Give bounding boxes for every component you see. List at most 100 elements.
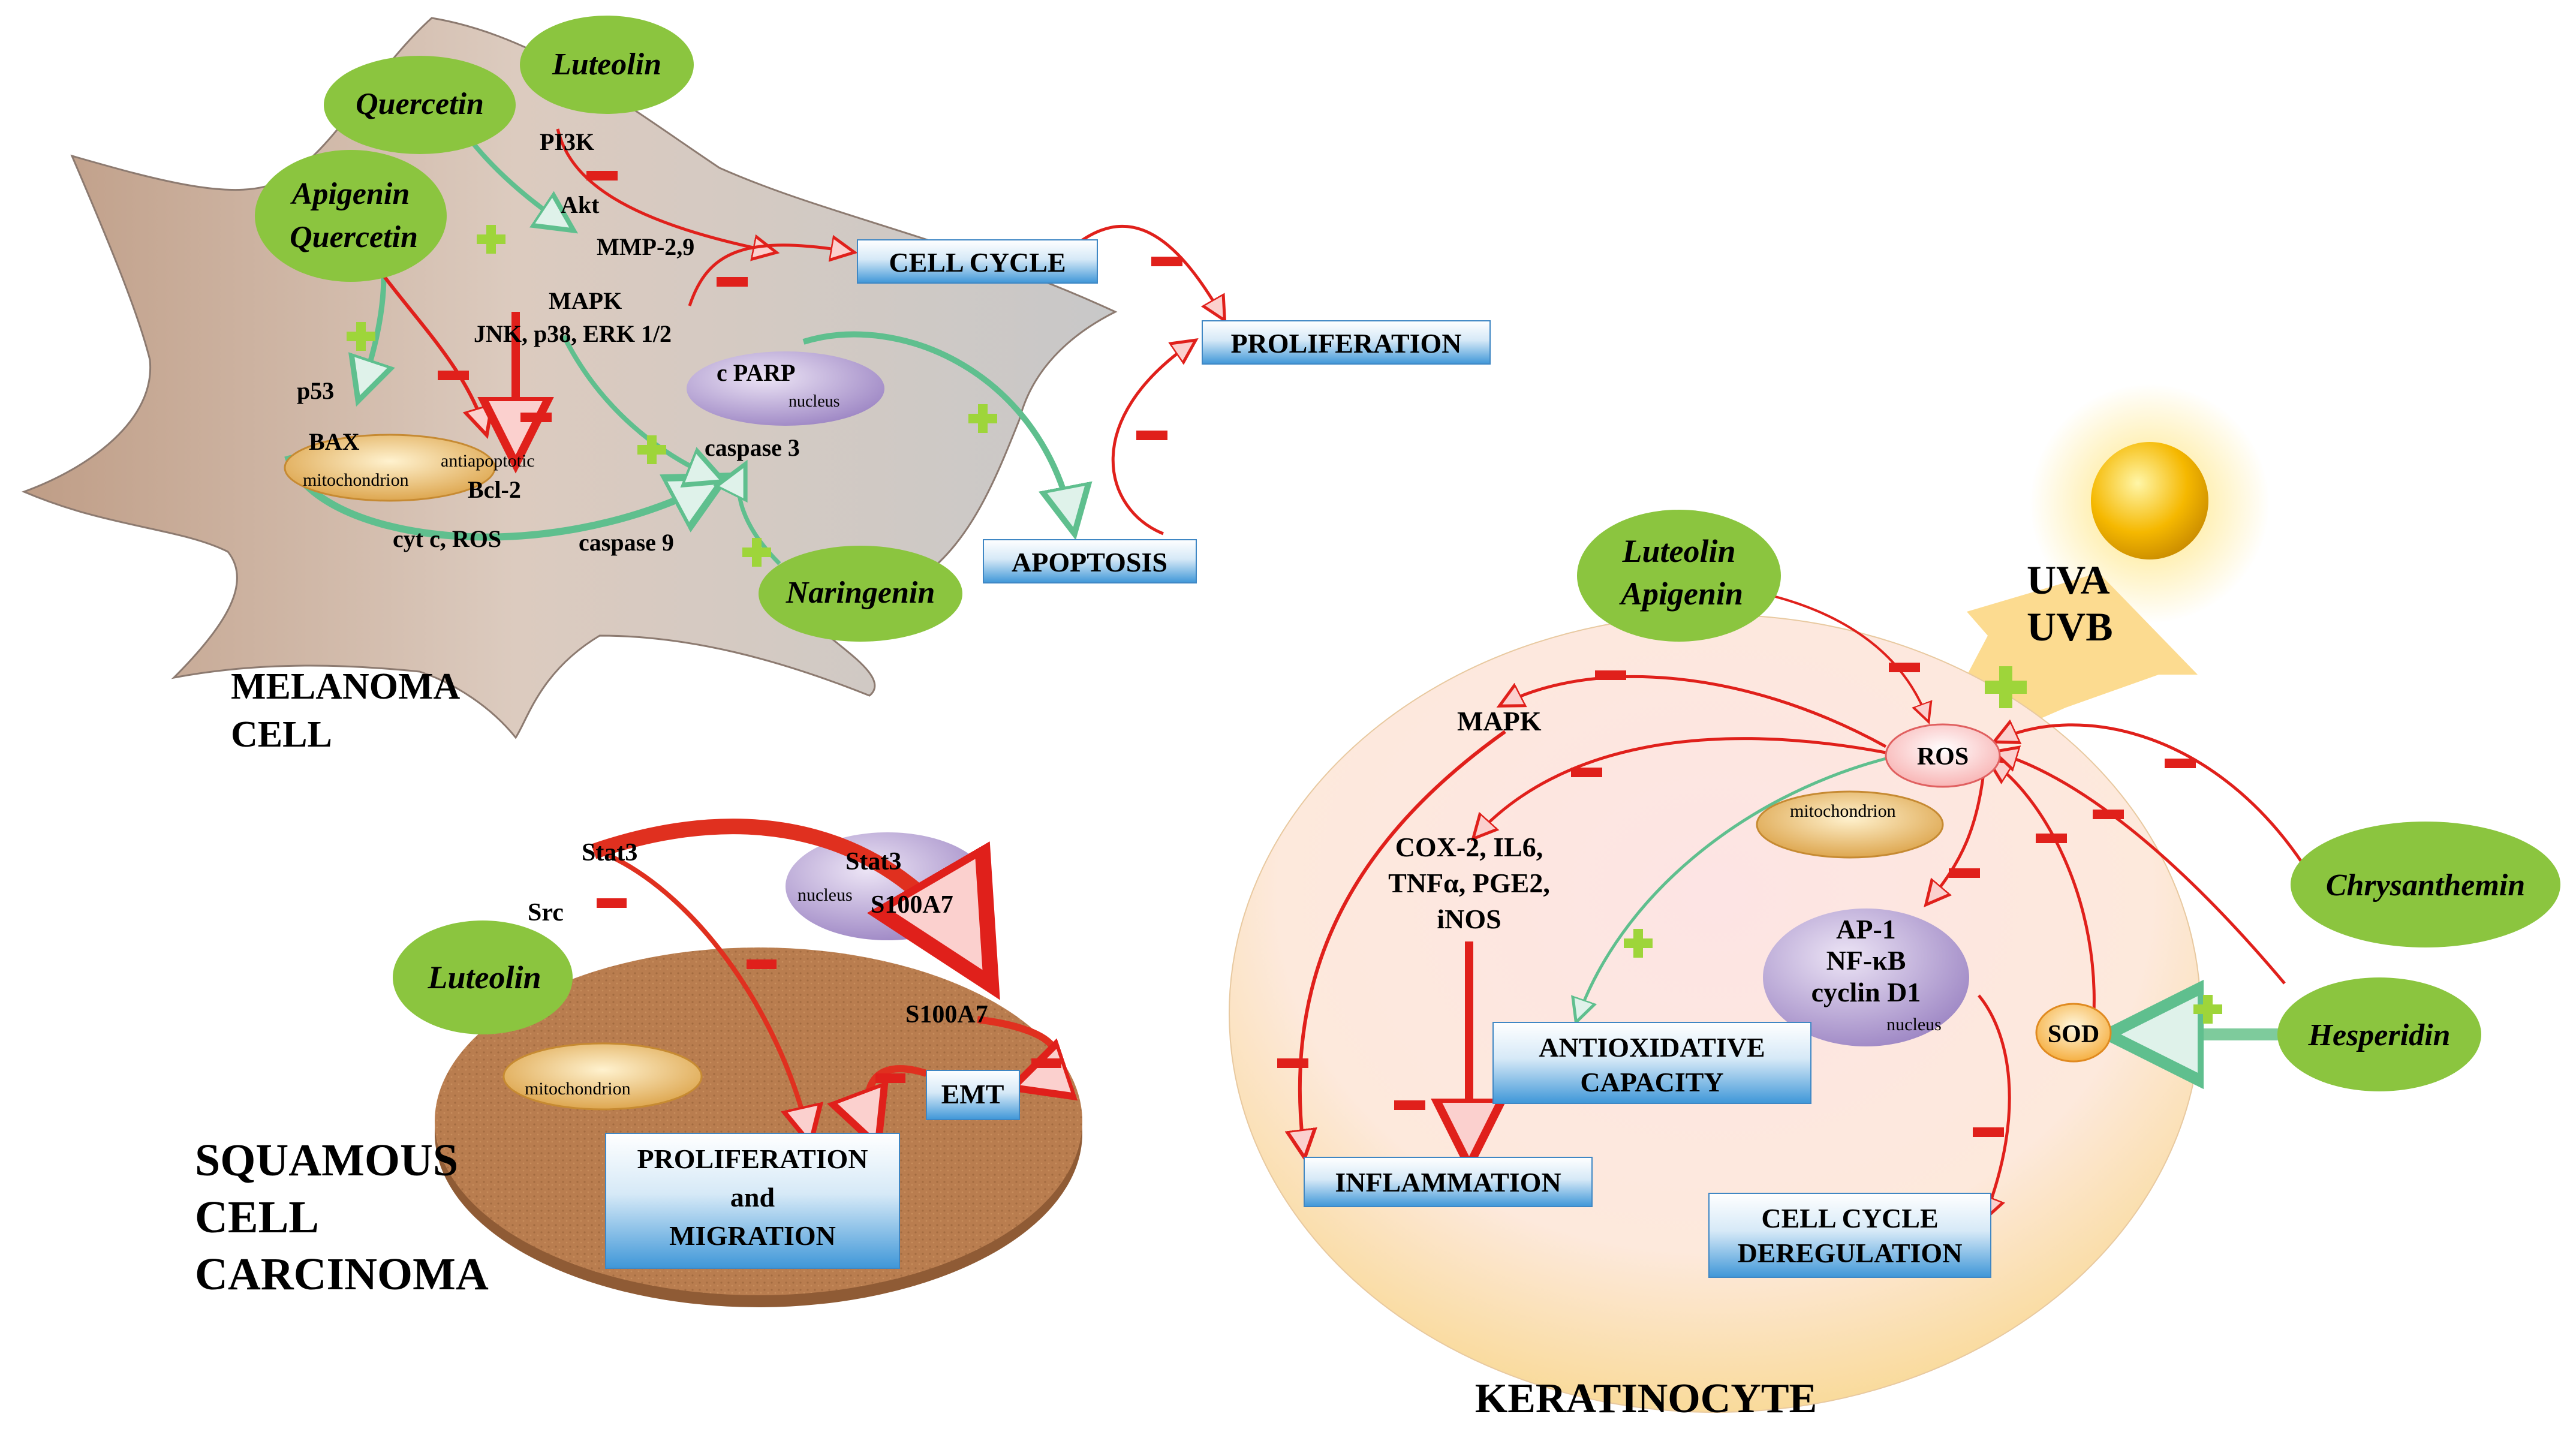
minus-icon [1595, 670, 1626, 680]
scc-stat3-label: Stat3 [582, 839, 637, 867]
minus-icon [1889, 663, 1920, 672]
scc-arrows [591, 819, 1056, 1139]
chrysanthemin-ellipse: Chrysanthemin [2291, 822, 2560, 947]
svg-text:ANTIOXIDATIVE: ANTIOXIDATIVE [1539, 1032, 1765, 1063]
scc-mitochondrion [502, 1042, 703, 1111]
uvb-label: UVB [2027, 604, 2113, 649]
minus-icon [597, 898, 627, 908]
sun [2030, 384, 2270, 624]
minus-icon [2093, 810, 2124, 819]
svg-text:DEREGULATION: DEREGULATION [1738, 1238, 1963, 1268]
effect-markers [347, 171, 2222, 1137]
svg-text:Apigenin: Apigenin [290, 177, 410, 211]
scc-labels: Stat3 Src Stat3 nucleus S100A7 S100A7 mi… [195, 839, 988, 1299]
nucleus-label: nucleus [789, 392, 840, 411]
sun-icon [2091, 442, 2208, 559]
keratinocyte-arrows [1300, 583, 2310, 1217]
proliferation-migration-box: PROLIFERATION and MIGRATION [605, 1133, 900, 1269]
cox-label-3: iNOS [1437, 904, 1501, 934]
minus-icon [1277, 1058, 1308, 1068]
cyclin-label: cyclin D1 [1811, 977, 1921, 1007]
caspase3-label: caspase 3 [705, 434, 800, 461]
caspase9-label: caspase 9 [579, 529, 674, 556]
luteolin-ellipse: Luteolin [520, 16, 694, 114]
cell-cycle-deregulation-box: CELL CYCLE DEREGULATION [1708, 1193, 1991, 1278]
melanoma-title-2: CELL [231, 714, 332, 755]
scc-s100a7-label: S100A7 [905, 1001, 988, 1028]
melanoma-title-1: MELANOMA [231, 666, 461, 707]
keratinocyte-labels: UVA UVB MAPK ROS mitochondrion COX-2, IL… [1388, 557, 2112, 1422]
minus-icon [1394, 1100, 1425, 1110]
svg-text:Naringenin: Naringenin [786, 576, 935, 610]
minus-icon [1571, 768, 1602, 777]
bcl2-label: Bcl-2 [468, 476, 521, 503]
cell-cycle-box: CELL CYCLE [857, 239, 1098, 284]
svg-text:Quercetin: Quercetin [290, 220, 418, 254]
svg-text:Chrysanthemin: Chrysanthemin [2326, 868, 2525, 902]
cox-label-1: COX-2, IL6, [1395, 832, 1543, 862]
plus-icon [968, 404, 997, 433]
uva-label: UVA [2027, 557, 2110, 603]
plus-icon [347, 322, 375, 351]
svg-text:PROLIFERATION: PROLIFERATION [637, 1144, 868, 1174]
keratinocyte-title: KERATINOCYTE [1475, 1376, 1817, 1422]
antioxidative-capacity-box: ANTIOXIDATIVE CAPACITY [1492, 1022, 1811, 1104]
minus-icon [1949, 868, 1980, 878]
plus-icon [2193, 995, 2222, 1024]
minus-icon [520, 413, 552, 422]
emt-box: EMT [926, 1070, 1020, 1120]
sod-label: SOD [2048, 1021, 2099, 1048]
sod-oval [2035, 1003, 2112, 1063]
minus-icon [1136, 431, 1167, 440]
melanoma-nucleus [687, 351, 884, 426]
scc-mito-label: mitochondrion [525, 1079, 631, 1099]
svg-text:CAPACITY: CAPACITY [1580, 1067, 1723, 1097]
cox-label-2: TNFα, PGE2, [1388, 868, 1550, 898]
scc-nucleus-label: nucleus [798, 885, 853, 905]
hesperidin-ellipse: Hesperidin [2277, 977, 2481, 1091]
plus-icon [1624, 929, 1653, 958]
scc-src-label: Src [528, 899, 564, 926]
svg-text:Luteolin: Luteolin [1621, 533, 1735, 569]
pi3k-label: PI3K [540, 128, 594, 155]
akt-label: Akt [561, 191, 600, 218]
ker-luteolin-apigenin-ellipse: Luteolin Apigenin [1577, 510, 1781, 642]
minus-icon [2036, 834, 2067, 843]
apigenin-quercetin-ellipse: Apigenin Quercetin [255, 150, 447, 282]
svg-text:MIGRATION: MIGRATION [669, 1220, 836, 1251]
ker-nucleus-label: nucleus [1886, 1015, 1942, 1034]
mito-label: mitochondrion [303, 470, 409, 490]
svg-text:CELL CYCLE: CELL CYCLE [889, 247, 1066, 278]
bax-label: BAX [309, 428, 360, 455]
minus-icon [438, 371, 469, 380]
scc-luteolin-ellipse: Luteolin [393, 920, 573, 1034]
minus-icon [1973, 1127, 2004, 1137]
svg-text:Luteolin: Luteolin [552, 47, 661, 82]
svg-text:INFLAMMATION: INFLAMMATION [1335, 1167, 1561, 1198]
scc-title-3: CARCINOMA [195, 1249, 489, 1299]
minus-icon [586, 171, 618, 180]
mmp-label: MMP-2,9 [597, 233, 694, 260]
plus-icon [742, 538, 771, 567]
nfkb-label: NF-κB [1826, 945, 1906, 976]
scc-title-1: SQUAMOUS [195, 1135, 458, 1186]
svg-text:and: and [730, 1182, 775, 1213]
scc-cell-body [435, 947, 1082, 1295]
melanoma-cell-body [21, 17, 1118, 739]
svg-text:PROLIFERATION: PROLIFERATION [1230, 328, 1461, 359]
proliferation-box: PROLIFERATION [1202, 320, 1491, 365]
svg-text:Apigenin: Apigenin [1619, 576, 1743, 612]
ker-mito-label: mitochondrion [1790, 801, 1896, 821]
ros-oval [1885, 723, 2001, 788]
minus-icon [717, 277, 748, 287]
jnk-label: JNK, p38, ERK 1/2 [474, 320, 672, 347]
melanoma-labels: PI3K Akt MMP-2,9 MAPK JNK, p38, ERK 1/2 … [231, 128, 840, 755]
minus-icon [875, 1073, 905, 1083]
p53-label: p53 [297, 377, 334, 404]
naringenin-ellipse: Naringenin [759, 546, 962, 642]
melanoma-cell [21, 17, 1118, 739]
minus-icon [747, 959, 777, 969]
quercetin-ellipse: Quercetin [324, 56, 516, 154]
